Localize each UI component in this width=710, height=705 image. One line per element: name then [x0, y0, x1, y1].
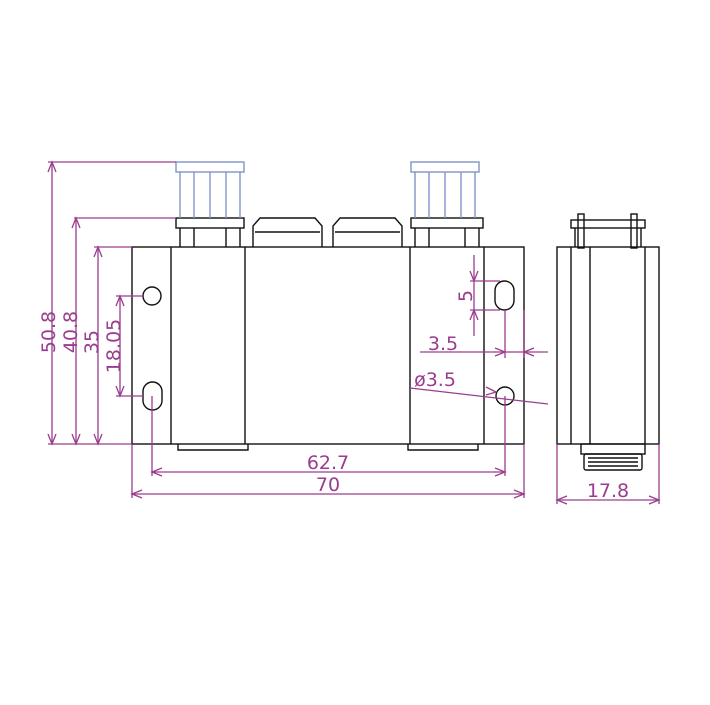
- left-top-mounting-hole: [142, 286, 162, 306]
- side-view: [556, 213, 660, 471]
- right-top-connector: [410, 217, 484, 247]
- label-overall-width: 70: [316, 474, 340, 496]
- label-fitting-height: 40.8: [60, 311, 82, 353]
- side-body-outline: [556, 246, 660, 445]
- dim-leader-hole-diameter: [409, 387, 549, 405]
- label-body-height: 35: [81, 330, 103, 354]
- right-top-mounting-slot: [494, 280, 515, 311]
- middle-port-left: [252, 217, 323, 247]
- dimension-labels: 50.8 40.8 35 18.05 5 3.5 ø3.5 62.7 70 17…: [38, 290, 629, 502]
- left-bottom-tab: [177, 444, 249, 451]
- label-slot-length: 5: [455, 290, 477, 302]
- label-overall-height: 50.8: [38, 311, 60, 353]
- label-edge-offset: 3.5: [428, 333, 458, 355]
- valve-body-outline: [131, 246, 525, 445]
- side-bottom-plug: [580, 443, 646, 471]
- left-push-fitting: [175, 161, 245, 218]
- left-top-connector: [175, 217, 245, 247]
- front-view: [131, 161, 525, 451]
- right-bottom-tab: [407, 444, 479, 451]
- side-top-connector: [570, 219, 646, 229]
- right-push-fitting: [410, 161, 480, 218]
- dimension-lines: [47, 160, 661, 505]
- label-side-width: 17.8: [587, 480, 629, 502]
- label-hole-diameter: ø3.5: [414, 369, 456, 391]
- label-hole-spacing-vertical: 18.05: [103, 319, 125, 373]
- label-hole-spacing-horizontal: 62.7: [307, 452, 349, 474]
- middle-port-right: [332, 217, 403, 247]
